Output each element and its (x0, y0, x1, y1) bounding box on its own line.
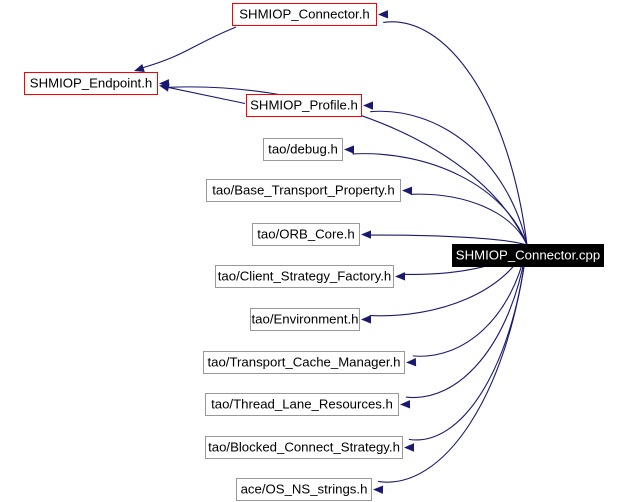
edge-shmiop_connector_cpp-to-ace_os_ns_strings_h-arrowhead (373, 485, 384, 494)
graph-node-label: tao/Blocked_Connect_Strategy.h (208, 439, 400, 455)
graph-node-label: tao/Transport_Cache_Manager.h (207, 354, 401, 370)
graph-node-shmiop_endpoint_h[interactable]: SHMIOP_Endpoint.h (24, 72, 158, 95)
graph-node-label: SHMIOP_Connector.cpp (455, 247, 601, 263)
graph-node-tao_orb_core_h[interactable]: tao/ORB_Core.h (252, 223, 360, 246)
graph-node-tao_blocked_connect_strategy_h[interactable]: tao/Blocked_Connect_Strategy.h (205, 436, 403, 459)
edge-shmiop_profile_h-to-shmiop_endpoint_h-arrowhead (159, 83, 170, 92)
edge-shmiop_connector_cpp-to-shmiop_connector_h (383, 21, 528, 246)
edge-shmiop_connector_cpp-to-tao_thread_lane_resources_h-arrowhead (400, 400, 411, 409)
edge-shmiop_connector_cpp-to-shmiop_endpoint_h-arrowhead (159, 79, 170, 88)
graph-node-label: SHMIOP_Connector.h (239, 6, 370, 22)
graph-node-label: tao/Environment.h (251, 311, 359, 327)
graph-node-label: SHMIOP_Endpoint.h (29, 75, 153, 91)
graph-node-label: ace/OS_NS_strings.h (240, 481, 368, 497)
edge-shmiop_connector_cpp-to-tao_blocked_connect_strategy_h-arrowhead (404, 443, 414, 452)
edge-shmiop_connector_cpp-to-tao_base_transport_property_h (410, 193, 528, 246)
edge-shmiop_connector_h-to-shmiop_endpoint_h-arrowhead (134, 63, 145, 72)
graph-node-shmiop_profile_h[interactable]: SHMIOP_Profile.h (246, 94, 362, 117)
graph-node-label: tao/Thread_Lane_Resources.h (211, 396, 393, 412)
edge-shmiop_connector_cpp-to-tao_blocked_connect_strategy_h (408, 244, 528, 441)
edge-shmiop_connector_h-to-shmiop_endpoint_h (143, 26, 237, 69)
graph-node-ace_os_ns_strings_h[interactable]: ace/OS_NS_strings.h (236, 478, 372, 501)
graph-node-tao_debug_h[interactable]: tao/debug.h (263, 138, 343, 161)
graph-node-label: tao/ORB_Core.h (257, 226, 355, 242)
graph-node-tao_client_strategy_factory_h[interactable]: tao/Client_Strategy_Factory.h (215, 265, 394, 288)
edge-shmiop_connector_cpp-to-tao_debug_h-arrowhead (344, 145, 355, 154)
graph-node-tao_thread_lane_resources_h[interactable]: tao/Thread_Lane_Resources.h (205, 393, 399, 416)
edge-shmiop_profile_h-to-shmiop_endpoint_h (168, 86, 246, 105)
edge-shmiop_connector_cpp-to-tao_transport_cache_manager_h-arrowhead (406, 357, 417, 367)
graph-node-label: tao/Client_Strategy_Factory.h (217, 268, 392, 284)
edge-shmiop_connector_cpp-to-tao_client_strategy_factory_h-arrowhead (395, 272, 406, 281)
edge-shmiop_connector_cpp-to-tao_thread_lane_resources_h (405, 244, 528, 399)
edge-shmiop_connector_cpp-to-tao_base_transport_property_h-arrowhead (402, 186, 413, 195)
edge-shmiop_connector_cpp-to-tao_orb_core_h-arrowhead (361, 230, 372, 239)
graph-node-label: tao/Base_Transport_Property.h (212, 182, 395, 198)
edge-shmiop_connector_cpp-to-shmiop_profile_h-arrowhead (363, 101, 374, 110)
graph-node-label: tao/debug.h (268, 141, 338, 157)
graph-node-tao_base_transport_property_h[interactable]: tao/Base_Transport_Property.h (206, 179, 401, 202)
edge-shmiop_connector_cpp-to-shmiop_connector_h-arrowhead (378, 10, 389, 19)
graph-node-tao_transport_cache_manager_h[interactable]: tao/Transport_Cache_Manager.h (203, 351, 405, 374)
graph-node-shmiop_connector_h[interactable]: SHMIOP_Connector.h (232, 3, 377, 26)
graph-node-shmiop_connector_cpp: SHMIOP_Connector.cpp (452, 244, 604, 267)
edge-shmiop_connector_cpp-to-tao_environment_h-arrowhead (361, 315, 372, 324)
graph-node-label: SHMIOP_Profile.h (250, 97, 358, 113)
graph-node-tao_environment_h[interactable]: tao/Environment.h (250, 308, 360, 331)
